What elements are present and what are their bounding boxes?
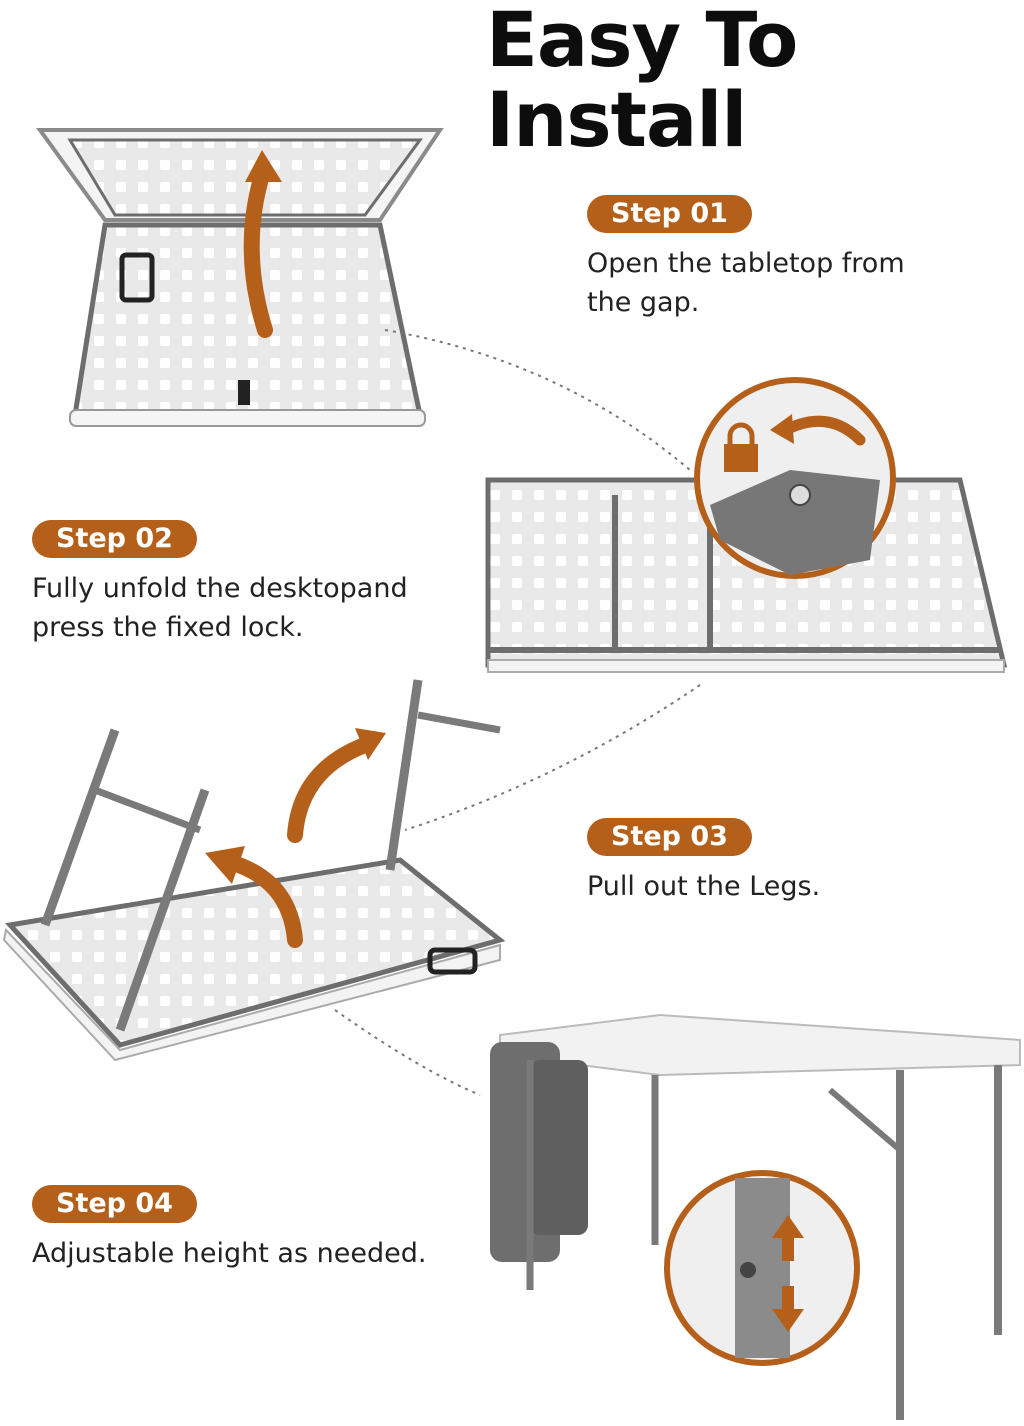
step01-badge: Step 01 (587, 195, 752, 233)
step04-table-image (490, 1013, 1021, 1420)
lock-icon (724, 422, 758, 472)
step04-description: Adjustable height as needed. (32, 1238, 427, 1269)
step02-badge: Step 02 (32, 520, 197, 558)
down-arrow-icon (772, 1286, 804, 1332)
step02-description: Fully unfold the desktopand press the fi… (32, 573, 408, 643)
page-title: Easy To Install (486, 0, 798, 164)
step03-description: Pull out the Legs. (587, 871, 821, 902)
step01-table-image (36, 128, 444, 427)
step01-description: Open the tabletop from the gap. (587, 248, 905, 318)
step03-badge: Step 03 (587, 818, 752, 856)
step04-badge: Step 04 (32, 1185, 197, 1223)
curved-arrow-icon (243, 167, 273, 338)
up-arrow-icon (772, 1215, 804, 1261)
